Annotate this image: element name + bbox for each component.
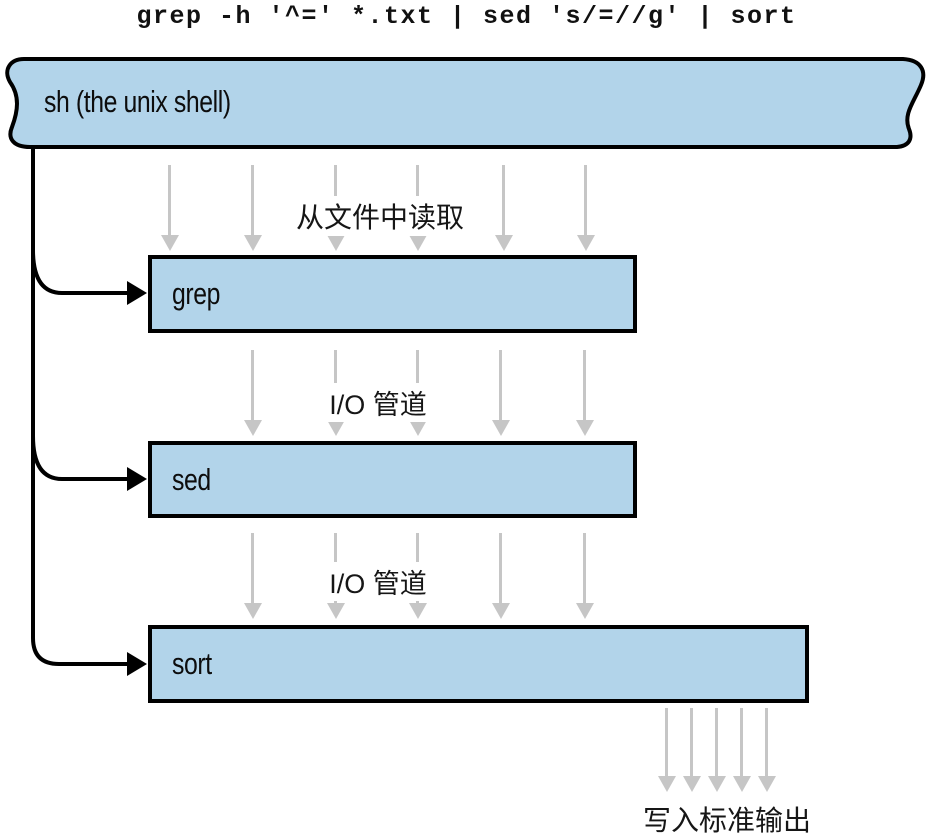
process-box-sed: sed [148, 441, 637, 518]
down-arrow-icon [243, 165, 262, 251]
down-arrow-icon [494, 165, 513, 251]
down-arrow-icon [575, 350, 594, 436]
down-arrow-icon [682, 708, 701, 792]
arrowhead-grep-icon [127, 281, 147, 305]
label-write-stdout: 写入标准输出 [642, 805, 812, 836]
spawn-line-sed [31, 435, 129, 481]
down-arrow-icon [575, 533, 594, 619]
down-arrow-icon [732, 708, 751, 792]
process-label-sed: sed [172, 461, 211, 497]
shell-banner-label: sh (the unix shell) [44, 84, 231, 119]
process-box-sort: sort [148, 625, 809, 703]
down-arrow-icon [576, 165, 595, 251]
spawn-line-sort [31, 147, 129, 666]
process-label-grep: grep [172, 276, 221, 311]
pipeline-command-title: grep -h '^=' *.txt | sed 's/=//g' | sort [136, 2, 797, 31]
arrowhead-sort-icon [127, 652, 147, 676]
spawn-line-grep [31, 249, 129, 295]
down-arrow-icon [491, 350, 510, 436]
down-arrow-icon [707, 708, 726, 792]
down-arrow-icon [657, 708, 676, 792]
label-io-pipe-top: I/O 管道 [321, 383, 435, 422]
label-read-from-files: 从文件中读取 [287, 196, 473, 236]
process-box-grep: grep [148, 255, 637, 333]
process-label-sort: sort [172, 646, 212, 681]
shell-banner-shape [5, 57, 926, 149]
label-io-pipe-bottom: I/O 管道 [321, 562, 435, 601]
down-arrow-icon [243, 350, 262, 436]
down-arrow-icon [243, 533, 262, 619]
arrowhead-sed-icon [127, 467, 147, 491]
down-arrow-icon [160, 165, 179, 251]
down-arrow-icon [757, 708, 776, 792]
down-arrow-icon [491, 533, 510, 619]
